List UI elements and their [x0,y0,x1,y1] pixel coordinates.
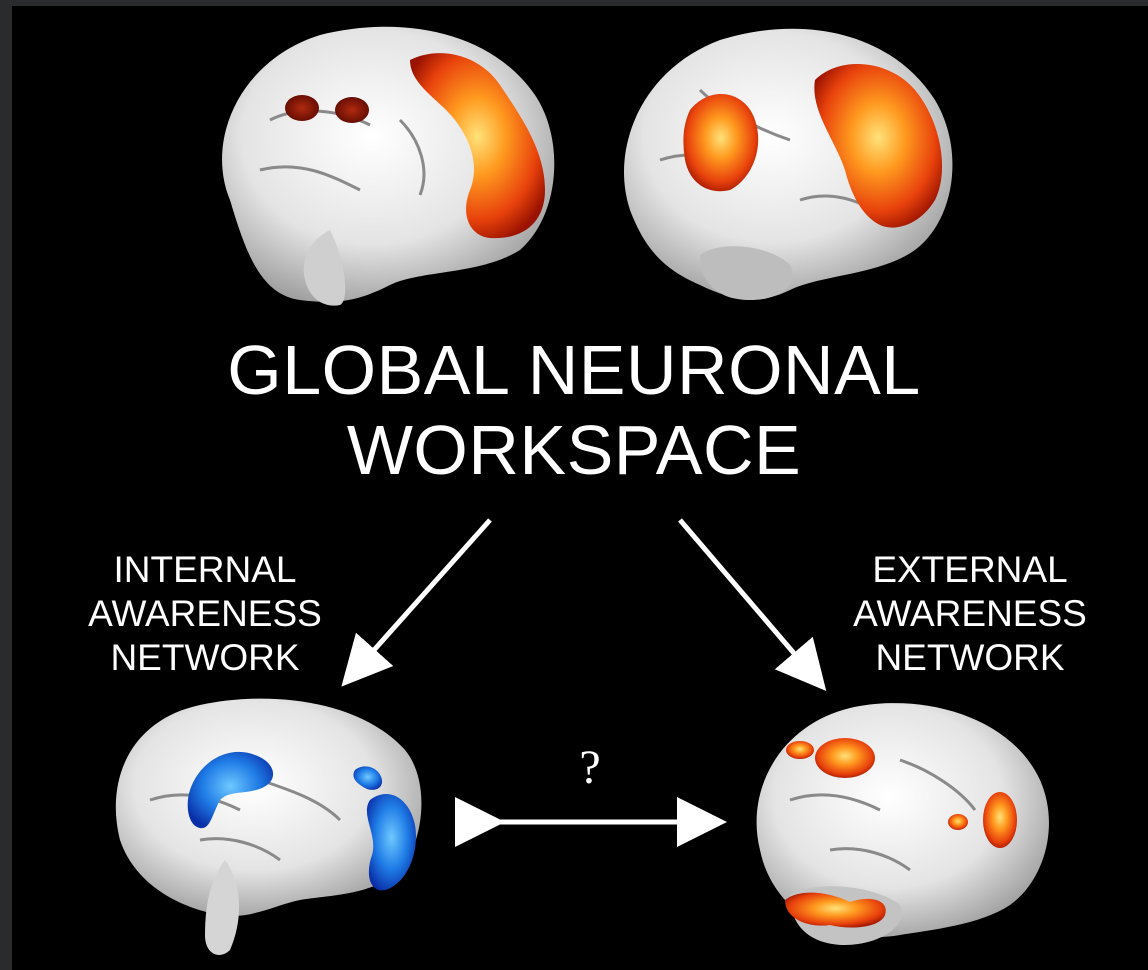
internal-label-line-2: AWARENESS [50,592,360,636]
internal-awareness-label: INTERNAL AWARENESS NETWORK [50,548,360,680]
external-label-line-2: AWARENESS [820,592,1120,636]
brain-bottom-left [116,699,422,955]
brain-top-left-activation-2 [335,97,369,123]
brain-bottom-right-activation-3 [983,792,1017,848]
brain-bottom-right-activation-4 [948,814,968,830]
external-awareness-label: EXTERNAL AWARENESS NETWORK [820,548,1120,680]
connection-question-mark: ? [570,740,610,795]
arrow-to-external-network [680,520,810,672]
arrow-to-internal-network [358,520,490,668]
external-label-line-3: NETWORK [820,636,1120,680]
brain-top-right [624,29,952,300]
title-line-2: WORKSPACE [0,410,1148,490]
title-line-1: GLOBAL NEURONAL [0,330,1148,410]
brain-bottom-right-activation-2 [786,741,814,759]
brain-top-left [222,27,554,306]
external-label-line-1: EXTERNAL [820,548,1120,592]
brain-bottom-right-activation-1 [815,738,875,778]
brain-bottom-left-activation-2 [367,794,416,890]
internal-label-line-3: NETWORK [50,636,360,680]
diagram-title: GLOBAL NEURONAL WORKSPACE [0,330,1148,490]
internal-label-line-1: INTERNAL [50,548,360,592]
brain-top-left-activation-1 [285,95,319,121]
brain-bottom-right [757,703,1049,945]
